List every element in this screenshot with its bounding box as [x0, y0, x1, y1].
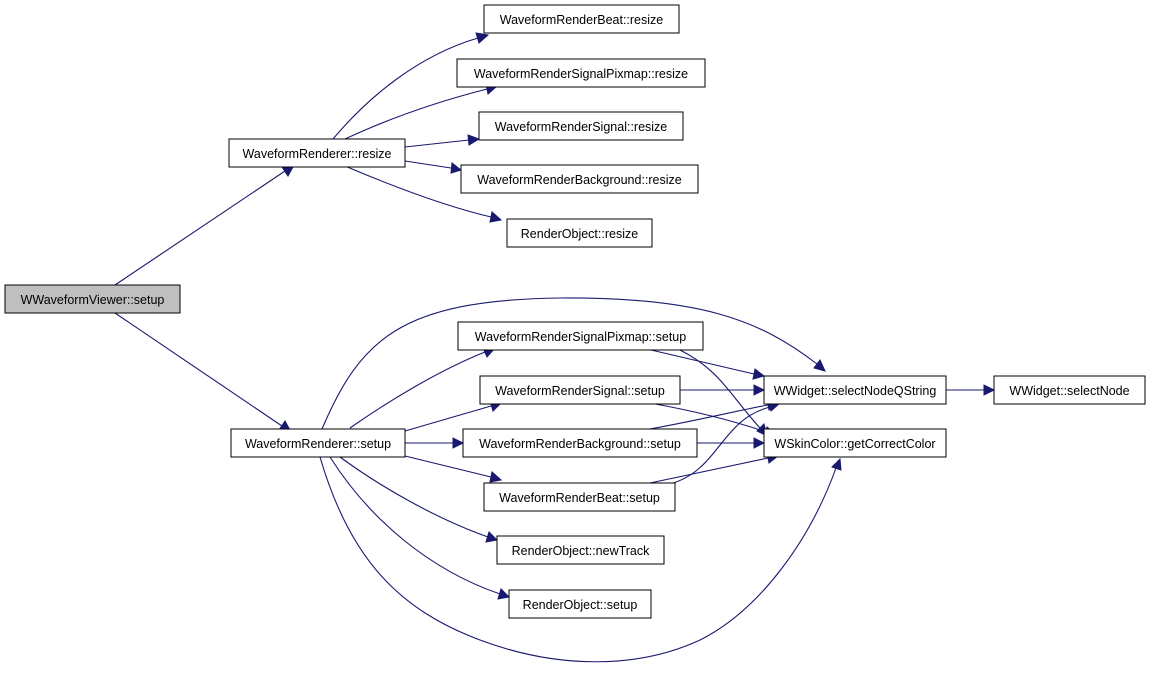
node-wskincolor-getcorrectcolor[interactable]: WSkinColor::getCorrectColor — [763, 428, 947, 458]
edge-renderer-setup-to-beat-setup — [404, 455, 503, 483]
call-nodes: WWaveformViewer::setup WaveformRenderer:… — [4, 4, 1146, 619]
node-wwaveformviewer-setup[interactable]: WWaveformViewer::setup — [4, 284, 181, 314]
node-label: WaveformRenderSignal::setup — [495, 384, 665, 398]
node-label: WaveformRenderer::resize — [243, 147, 392, 161]
edge-select-node-qstring-to-select-node — [946, 384, 996, 396]
node-label: WaveformRenderSignal::resize — [495, 120, 668, 134]
edge-renderer-resize-to-pixmap-resize — [344, 83, 499, 140]
node-waveformrenderbeat-setup[interactable]: WaveformRenderBeat::setup — [483, 482, 676, 512]
node-label: WWidget::selectNode — [1009, 384, 1129, 398]
edge-renderer-setup-to-renderobject-newtrack — [339, 456, 499, 543]
edge-renderer-setup-to-renderobject-setup — [329, 456, 511, 600]
edge-renderer-setup-to-get-correct-color — [319, 456, 842, 663]
node-renderobject-resize[interactable]: RenderObject::resize — [506, 218, 653, 248]
node-label: RenderObject::newTrack — [512, 544, 651, 558]
edge-pixmap-setup-to-select-node-qstring — [650, 349, 766, 380]
node-label: WWaveformViewer::setup — [21, 293, 165, 307]
node-label: WSkinColor::getCorrectColor — [774, 437, 935, 451]
edge-renderer-setup-to-signal-setup — [404, 400, 503, 432]
node-waveformrendersignalpixmap-setup[interactable]: WaveformRenderSignalPixmap::setup — [457, 321, 704, 351]
node-label: WaveformRenderBeat::resize — [500, 13, 664, 27]
edge-renderer-resize-to-signal-resize — [404, 134, 481, 148]
edge-renderer-setup-to-background-setup — [405, 437, 465, 449]
edge-renderer-resize-to-background-resize — [404, 160, 463, 174]
node-waveformrenderer-resize[interactable]: WaveformRenderer::resize — [228, 138, 406, 168]
node-renderobject-newtrack[interactable]: RenderObject::newTrack — [496, 535, 665, 565]
node-waveformrenderbackground-resize[interactable]: WaveformRenderBackground::resize — [460, 164, 699, 194]
node-label: WaveformRenderSignalPixmap::setup — [475, 330, 686, 344]
node-waveformrenderbackground-setup[interactable]: WaveformRenderBackground::setup — [462, 428, 698, 458]
edge-viewer-setup-to-renderer-resize — [114, 164, 295, 286]
node-label: WaveformRenderBackground::setup — [479, 437, 681, 451]
edge-background-setup-to-get-correct-color — [697, 437, 766, 449]
node-renderobject-setup[interactable]: RenderObject::setup — [508, 589, 652, 619]
node-label: WWidget::selectNodeQString — [774, 384, 937, 398]
node-wwidget-selectnode[interactable]: WWidget::selectNode — [993, 375, 1146, 405]
node-waveformrenderbeat-resize[interactable]: WaveformRenderBeat::resize — [483, 4, 680, 34]
node-waveformrenderer-setup[interactable]: WaveformRenderer::setup — [230, 428, 406, 458]
node-label: WaveformRenderer::setup — [245, 437, 391, 451]
edge-renderer-setup-to-select-node-qstring — [321, 297, 826, 430]
edge-renderer-setup-to-pixmap-setup — [349, 347, 497, 429]
node-wwidget-selectnodeqstring[interactable]: WWidget::selectNodeQString — [763, 375, 947, 405]
edge-renderer-resize-to-beat-resize — [332, 32, 490, 140]
node-label: WaveformRenderBeat::setup — [499, 491, 660, 505]
edge-renderer-resize-to-renderobject-resize — [344, 165, 503, 223]
node-waveformrendersignalpixmap-resize[interactable]: WaveformRenderSignalPixmap::resize — [456, 58, 706, 88]
node-waveformrendersignal-setup[interactable]: WaveformRenderSignal::setup — [479, 375, 681, 405]
node-waveformrendersignal-resize[interactable]: WaveformRenderSignal::resize — [478, 111, 684, 141]
node-label: RenderObject::resize — [521, 227, 638, 241]
edge-signal-setup-to-select-node-qstring — [680, 384, 766, 396]
node-label: RenderObject::setup — [523, 598, 638, 612]
edge-viewer-setup-to-renderer-setup — [114, 312, 292, 433]
node-label: WaveformRenderBackground::resize — [477, 173, 682, 187]
node-label: WaveformRenderSignalPixmap::resize — [474, 67, 688, 81]
